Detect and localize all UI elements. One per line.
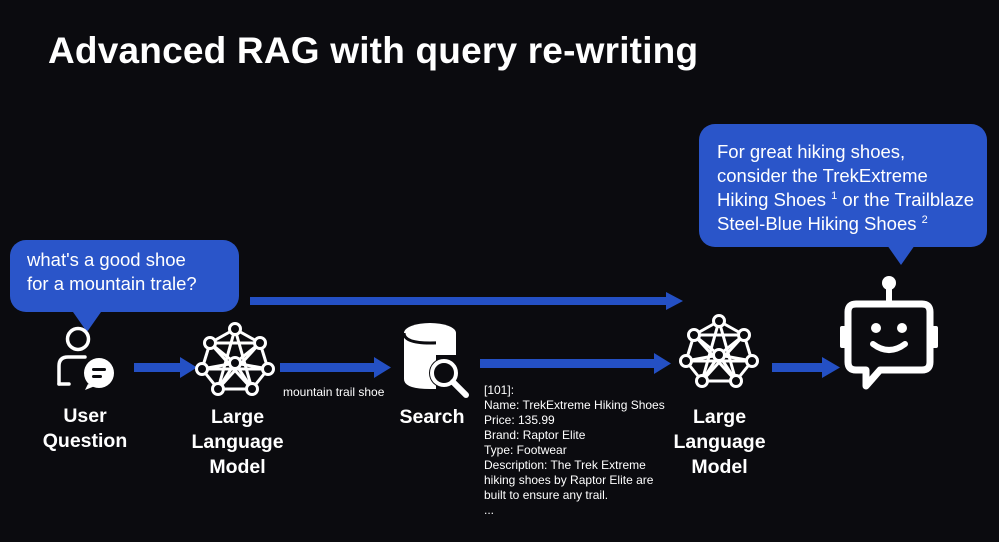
network-node <box>211 382 225 396</box>
network-node <box>712 314 726 328</box>
network-node <box>745 354 759 368</box>
label-line: User <box>63 405 107 427</box>
bubble-tail <box>887 245 915 265</box>
label-line: Language <box>191 431 284 453</box>
robot-icon <box>840 276 938 390</box>
result-price: Price: 135.99 <box>484 413 555 427</box>
result-brand: Brand: Raptor Elite <box>484 428 586 442</box>
bot-bubble-line1: For great hiking shoes, <box>717 141 906 162</box>
neural-network-icon <box>195 322 275 396</box>
user-question-bubble: what's a good shoe for a mountain trale? <box>10 240 239 332</box>
arrow-user-to-llm2-head <box>666 292 683 310</box>
arrow-search-to-llm2 <box>480 359 656 368</box>
network-edge <box>700 320 721 382</box>
network-node <box>261 362 275 376</box>
network-node <box>695 374 709 388</box>
bot-bubble-line3: Hiking Shoes 1 or the Trailblaze <box>717 188 987 212</box>
label-line: Large <box>210 406 265 428</box>
bot-bubble-line4-text: Steel-Blue Hiking Shoes <box>717 213 917 234</box>
network-node <box>253 336 267 350</box>
user-chat-icon <box>57 326 114 390</box>
bot-answer-bubble: For great hiking shoes, consider the Tre… <box>699 124 987 265</box>
search-label: Search <box>399 406 465 428</box>
bot-bubble-line2: consider the TrekExtreme <box>717 165 928 186</box>
network-node <box>203 336 217 350</box>
network-node <box>737 328 751 342</box>
network-node <box>712 348 726 362</box>
label-line: Model <box>209 456 266 478</box>
rewritten-query: mountain trail shoe <box>283 385 385 399</box>
label-line: Model <box>691 456 748 478</box>
arrow-llm1-to-search-head <box>374 357 391 378</box>
network-edge <box>233 328 254 390</box>
bot-bubble-line4: Steel-Blue Hiking Shoes 2 <box>717 212 987 236</box>
citation-2: 2 <box>921 213 928 226</box>
result-type: Type: Footwear <box>484 443 567 457</box>
result-desc-3: built to ensure any trail. <box>484 488 609 502</box>
label-line: Large <box>692 406 747 428</box>
arrow-user-to-llm1-head <box>180 357 197 378</box>
user-question-label: User Question <box>30 404 140 454</box>
network-edge <box>216 328 237 390</box>
label-line: Language <box>673 431 766 453</box>
network-node <box>245 382 259 396</box>
arrow-llm1-to-search <box>280 363 376 372</box>
label-line: Question <box>42 430 128 452</box>
user-bubble-line1: what's a good shoe <box>27 249 186 270</box>
result-id: [101]: <box>484 383 515 397</box>
bot-bubble-line3b: or the Trailblaze <box>837 189 975 210</box>
network-node <box>729 374 743 388</box>
network-node <box>679 354 693 368</box>
citation-1: 1 <box>831 189 838 202</box>
bot-bubble-line3a: Hiking Shoes <box>717 189 827 210</box>
user-bubble-line2: for a mountain trale? <box>27 273 197 294</box>
result-ellipsis: ... <box>484 503 495 517</box>
result-desc-2: hiking shoes by Raptor Elite are <box>484 473 654 487</box>
search-result: [101]: Name: TrekExtreme Hiking Shoes Pr… <box>484 383 665 518</box>
llm1-label: Large Language Model <box>180 405 295 480</box>
arrow-user-to-llm1 <box>134 363 182 372</box>
network-node <box>228 322 242 336</box>
arrow-llm2-to-bot <box>772 363 824 372</box>
result-desc-1: Description: The Trek Extreme <box>484 458 646 472</box>
arrow-user-to-llm2 <box>250 297 668 305</box>
page-title: Advanced RAG with query re-writing <box>48 30 699 71</box>
network-node <box>228 356 242 370</box>
arrow-llm2-to-bot-head <box>822 357 840 378</box>
network-node <box>195 362 209 376</box>
llm2-label: Large Language Model <box>662 405 777 480</box>
arrow-search-to-llm2-head <box>654 353 671 374</box>
neural-network-icon <box>679 314 759 388</box>
result-name: Name: TrekExtreme Hiking Shoes <box>484 398 665 412</box>
network-node <box>687 328 701 342</box>
database-search-icon <box>402 323 469 398</box>
network-edge <box>717 320 738 382</box>
